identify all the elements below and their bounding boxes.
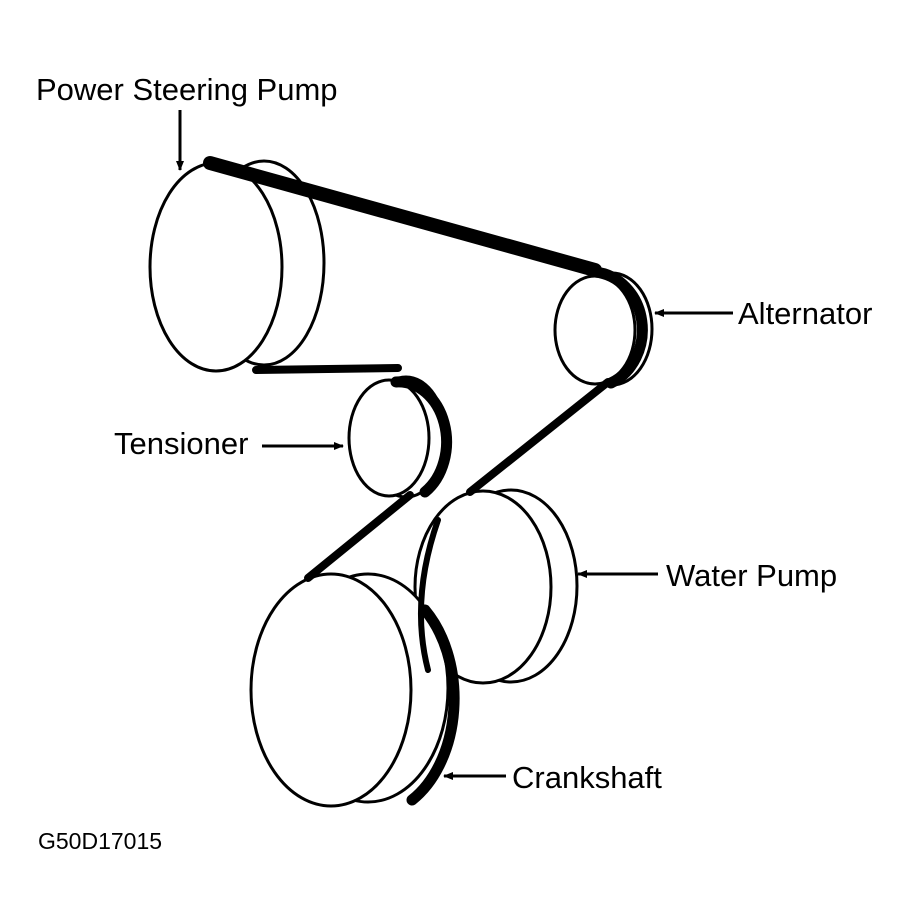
label-alternator: Alternator [738, 296, 873, 331]
power-steering-pump-pulley [148, 159, 326, 373]
figure-code: G50D17015 [38, 828, 163, 854]
tensioner-pulley [347, 375, 448, 499]
leader-arrows [176, 110, 733, 780]
label-crankshaft: Crankshaft [512, 760, 662, 795]
water-pump-pulley [413, 488, 579, 685]
label-water-pump: Water Pump [666, 558, 838, 593]
crankshaft-pulley [249, 572, 450, 808]
drive-belt [203, 156, 648, 806]
label-tensioner: Tensioner [114, 426, 249, 461]
label-power-steering-pump: Power Steering Pump [36, 72, 338, 107]
